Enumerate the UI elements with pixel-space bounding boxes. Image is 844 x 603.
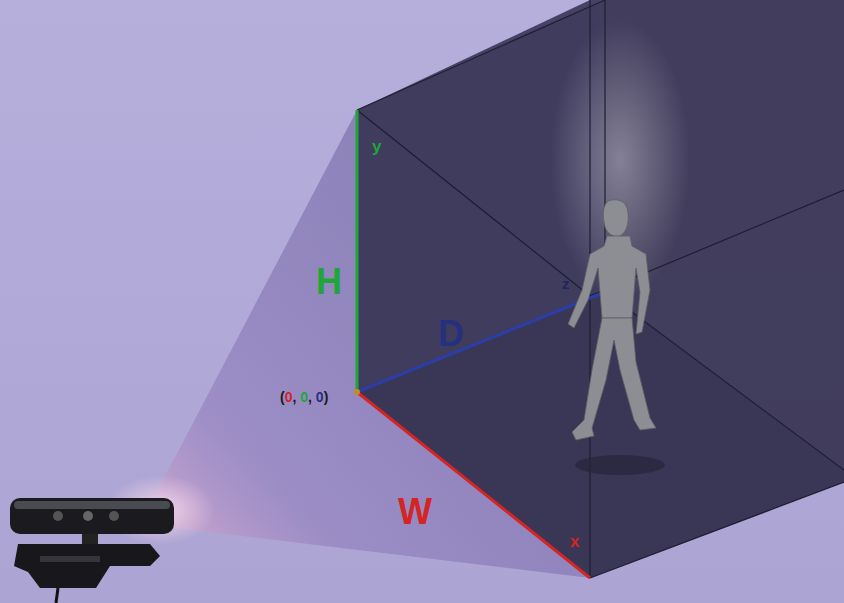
axis-letter: z bbox=[562, 276, 570, 291]
kinect-sensor bbox=[10, 498, 174, 603]
axis-letter: y bbox=[372, 138, 381, 155]
axis-letter: x bbox=[570, 533, 579, 550]
dimension-letter: D bbox=[438, 316, 464, 352]
dimension-letter: H bbox=[316, 264, 342, 300]
dimension-letter: W bbox=[398, 494, 432, 530]
origin-label: (0, 0, 0) bbox=[280, 390, 328, 404]
